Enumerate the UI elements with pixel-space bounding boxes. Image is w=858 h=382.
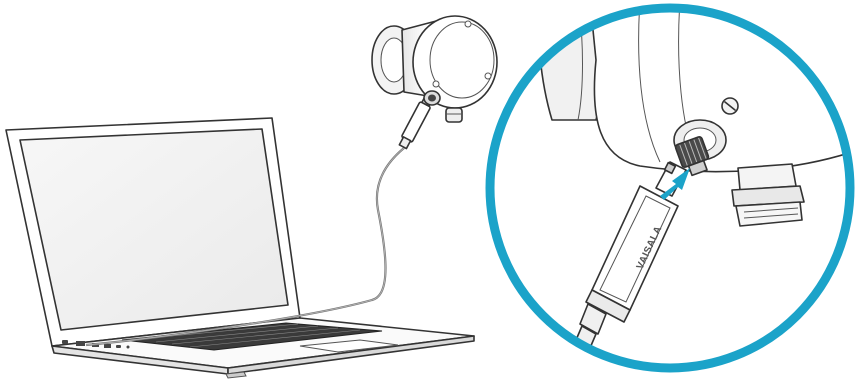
- probe-device: [372, 16, 497, 122]
- laptop-screen: [20, 129, 288, 330]
- cable-gland: [732, 164, 804, 226]
- laptop: [6, 118, 474, 378]
- zoom-callout: VAISALA: [490, 0, 858, 382]
